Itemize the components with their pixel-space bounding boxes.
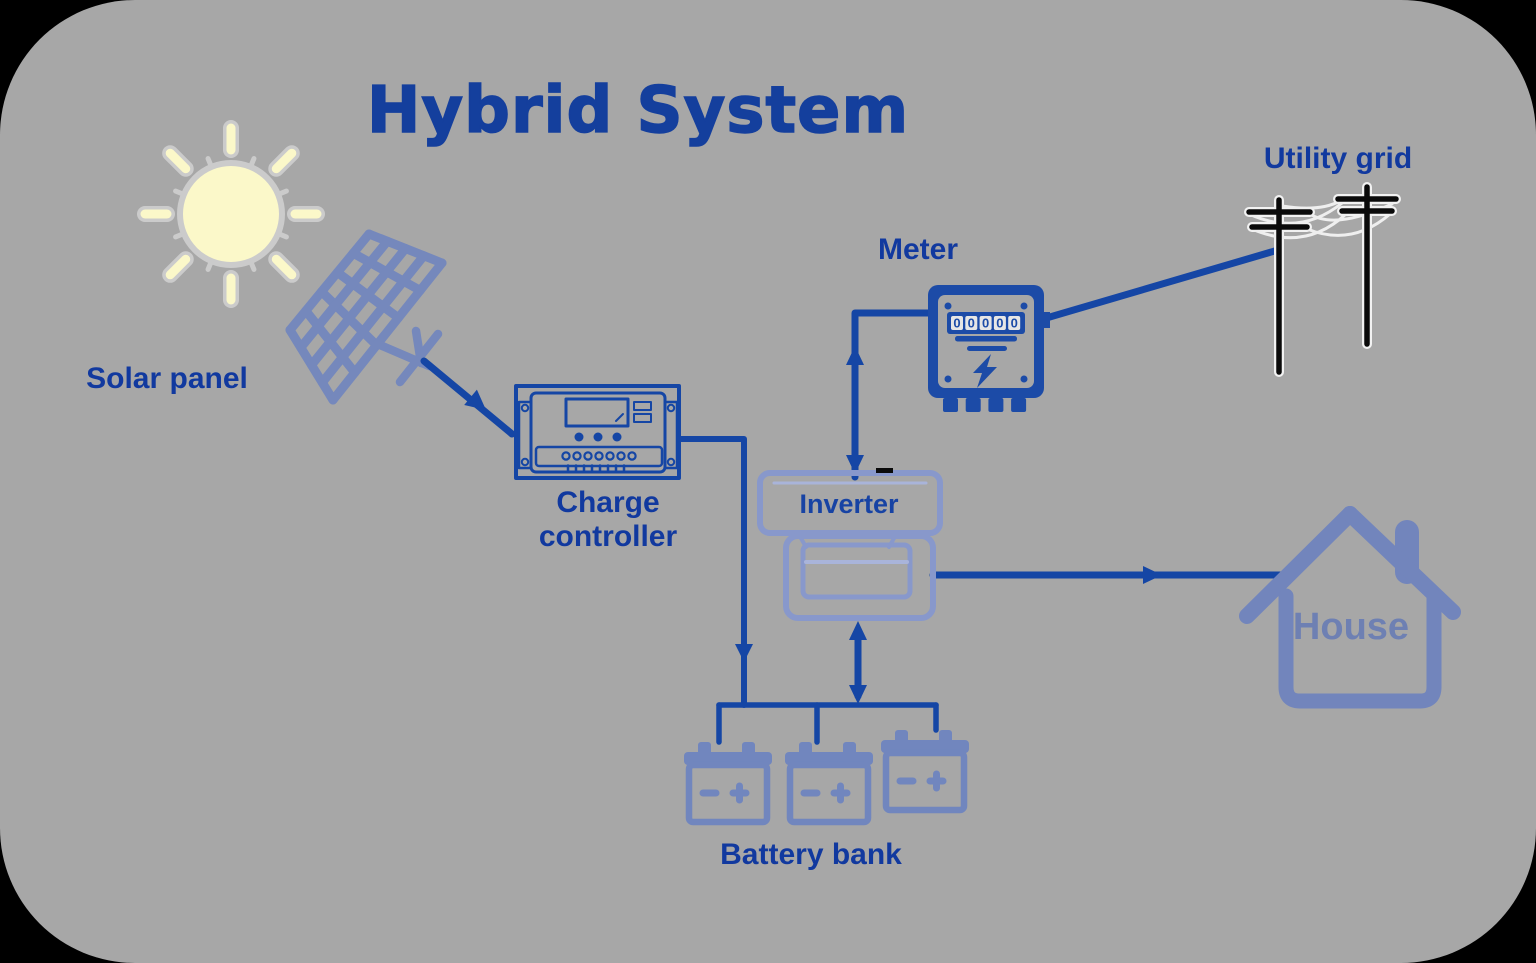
solar-panel-stand xyxy=(375,326,443,387)
inverter-label: Inverter xyxy=(799,489,899,519)
arrow-inverter-battery xyxy=(849,621,867,704)
power-wires xyxy=(1247,199,1394,240)
arrowhead-down xyxy=(846,455,864,474)
battery-3 xyxy=(881,730,969,814)
solar-panel-icon xyxy=(285,229,447,405)
battery-1 xyxy=(684,742,772,826)
arrow-inverter-to-house xyxy=(929,566,1293,584)
charge-controller-icon xyxy=(514,384,681,480)
meter-label: Meter xyxy=(877,233,959,266)
arrowhead-right xyxy=(1143,566,1162,584)
battery-bus-lines xyxy=(716,702,939,745)
svg-text:0: 0 xyxy=(996,316,1003,331)
inverter-icon xyxy=(757,468,943,621)
svg-text:0: 0 xyxy=(982,316,989,331)
utility-grid-icon xyxy=(1244,182,1401,377)
arrowhead xyxy=(464,389,486,410)
house-icon xyxy=(1239,506,1461,709)
line-controller-to-batteries xyxy=(676,436,753,708)
inverter-switch xyxy=(876,468,893,473)
arrowhead-down xyxy=(735,644,753,662)
sun-icon xyxy=(137,120,325,308)
battery-bank-label: Battery bank xyxy=(720,838,902,871)
charge-controller-label-line2: controller xyxy=(538,519,678,553)
lightning-bolt-icon xyxy=(973,354,997,388)
svg-text:0: 0 xyxy=(1011,316,1018,331)
page-title: Hybrid System xyxy=(366,74,910,148)
svg-text:0: 0 xyxy=(953,316,960,331)
line-meter-to-grid xyxy=(1039,246,1282,323)
charge-controller-label-line1: Charge xyxy=(556,486,660,519)
house-label: House xyxy=(1292,606,1410,648)
pole-2 xyxy=(1335,184,1399,347)
utility-grid-label: Utility grid xyxy=(1263,142,1413,175)
pole-1 xyxy=(1246,197,1313,375)
line-inverter-to-meter xyxy=(846,309,932,481)
controller-vents xyxy=(566,464,626,472)
arrowhead-up xyxy=(846,346,864,365)
svg-text:0: 0 xyxy=(968,316,975,331)
solar-panel-label: Solar panel xyxy=(86,362,248,395)
inverter-panel xyxy=(800,542,913,600)
sun-core xyxy=(177,160,285,268)
arrow-solar-to-controller xyxy=(420,357,516,438)
arrowhead-up xyxy=(849,621,867,640)
battery-2 xyxy=(785,742,873,826)
controller-screen xyxy=(564,397,630,428)
arrowhead-down xyxy=(849,685,867,704)
meter-icon: 0 0 0 0 0 xyxy=(928,285,1050,412)
battery-bank-icon xyxy=(684,730,969,826)
charge-controller-label: Charge controller xyxy=(508,486,708,553)
meter-digits: 0 0 0 0 0 xyxy=(951,316,1021,331)
